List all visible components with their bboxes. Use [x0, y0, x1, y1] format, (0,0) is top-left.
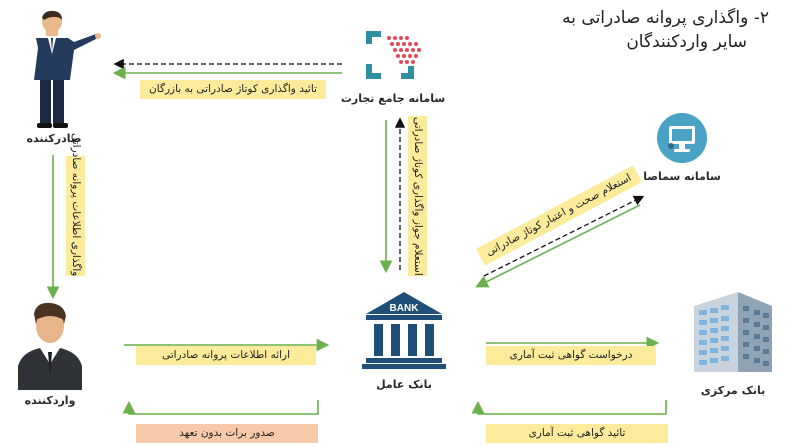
arrow-bank-to-samaneh-dashed [483, 195, 645, 277]
flow-issue-certificate: صدور برات بدون تعهد [136, 424, 318, 443]
trade-system-label: سامانه جامع تجارت [340, 92, 446, 105]
flow-present-license-info: ارائه اطلاعات پروانه صادراتی [136, 346, 316, 365]
arrow-bank-to-importer-return [122, 400, 319, 415]
central-bank-building-icon [694, 292, 772, 372]
central-bank-label: بانک مرکزی [700, 384, 766, 397]
flow-inquiry-permit: استعلام جواز واگذاری کوتاژ صادراتی [408, 116, 427, 276]
title-line-2: سایر واردکنندگان [626, 32, 747, 52]
samaneh-computer-icon [657, 113, 707, 163]
title-line-1: ۲- واگذاری پروانه صادراتی به [562, 8, 769, 28]
flow-approve-statistical-certificate: تائید گواهی ثبت آماری [486, 424, 668, 443]
flow-request-statistical-certificate: درخواست گواهی ثبت آماری [486, 346, 656, 365]
exporter-label: صادرکننده [26, 132, 82, 145]
flow-assign-export-license-info: واگذاری اطلاعات پروانه صادراتی [66, 133, 85, 276]
agent-bank-icon: BANK [362, 292, 446, 369]
exporter-person-icon [34, 10, 101, 128]
bank-sign-text: BANK [390, 303, 420, 314]
samaneh-label: سامانه سماصا [643, 170, 721, 183]
agent-bank-label: بانک عامل [376, 378, 432, 391]
importer-person-icon [18, 302, 82, 390]
trade-system-logo-icon [366, 31, 421, 79]
page-title: ۲- واگذاری پروانه صادراتی به سایر واردکن… [549, 6, 769, 54]
arrow-samaneh-to-bank [475, 204, 641, 288]
flow-approve-quota-to-merchant: تائید واگذاری کوتاژ صادراتی به بازرگان [140, 80, 326, 99]
importer-label: واردکننده [24, 394, 76, 407]
arrow-central-to-bank-return [471, 400, 667, 415]
